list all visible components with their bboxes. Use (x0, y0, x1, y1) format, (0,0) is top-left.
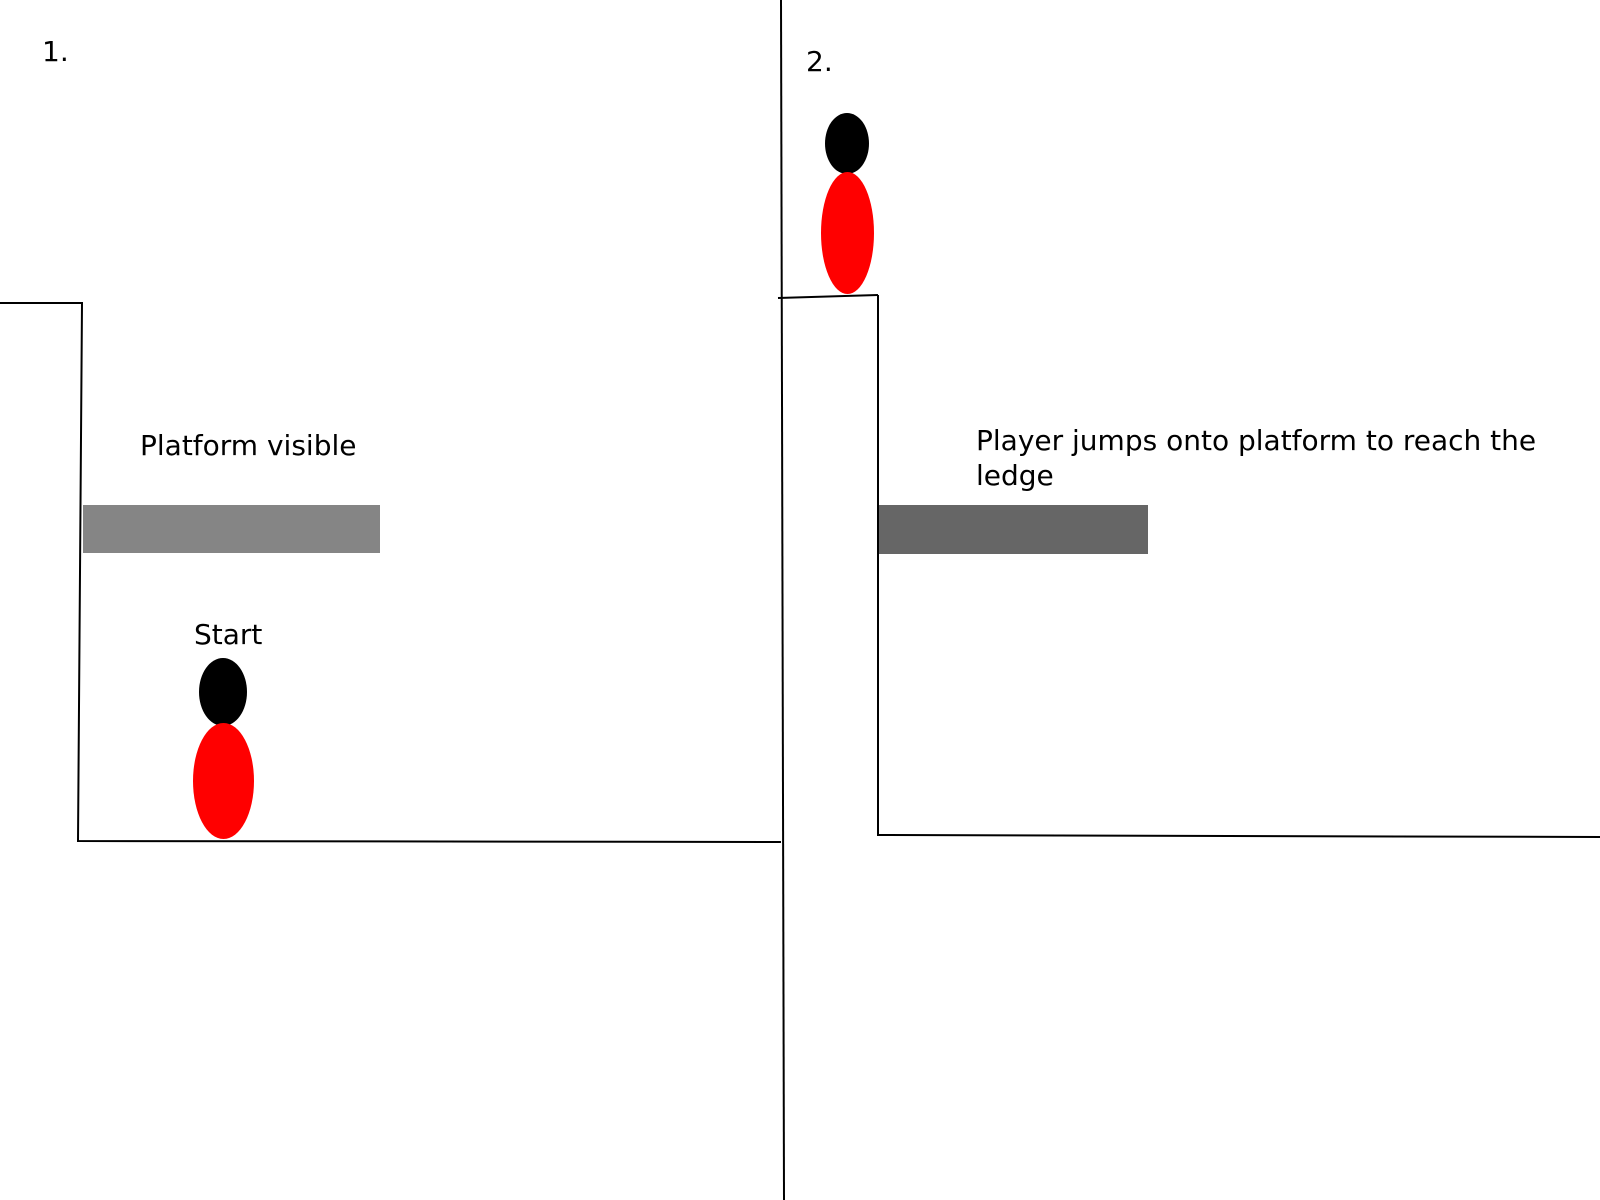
panel-1-wall-and-floor (0, 302, 782, 843)
panel-divider (780, 0, 785, 1200)
player-body (193, 723, 254, 839)
player-body (821, 172, 874, 294)
panel-2-platform (879, 505, 1148, 554)
player-start (193, 658, 255, 839)
panel-2-caption: Player jumps onto platform to reach the … (976, 424, 1537, 492)
panel-1-platform (83, 505, 380, 553)
player-head (199, 658, 247, 726)
platform-caption: Platform visible (140, 429, 357, 462)
start-label: Start (194, 618, 263, 651)
panel-1-number: 1. (42, 35, 69, 68)
player-head (825, 113, 869, 174)
player-on-ledge (821, 113, 875, 294)
panel-2-ledge (777, 294, 879, 299)
panel-2-number: 2. (806, 45, 833, 78)
panel-2-wall-and-floor (877, 295, 1600, 838)
